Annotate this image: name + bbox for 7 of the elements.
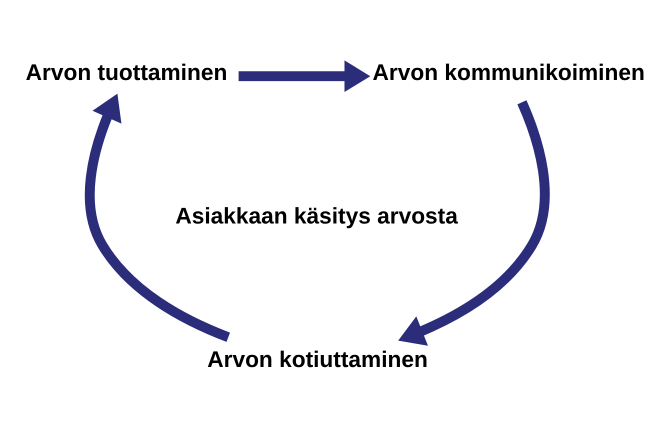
- arrow: [398, 100, 550, 346]
- arrow: [84, 94, 230, 342]
- node-text: Arvon kotiuttaminen: [207, 346, 428, 372]
- node-text: Arvon kommunikoiminen: [372, 59, 645, 86]
- node-text: Asiakkaan käsitys arvosta: [175, 202, 458, 228]
- arrow: [238, 60, 370, 92]
- node-text: Arvon tuottaminen: [26, 59, 228, 86]
